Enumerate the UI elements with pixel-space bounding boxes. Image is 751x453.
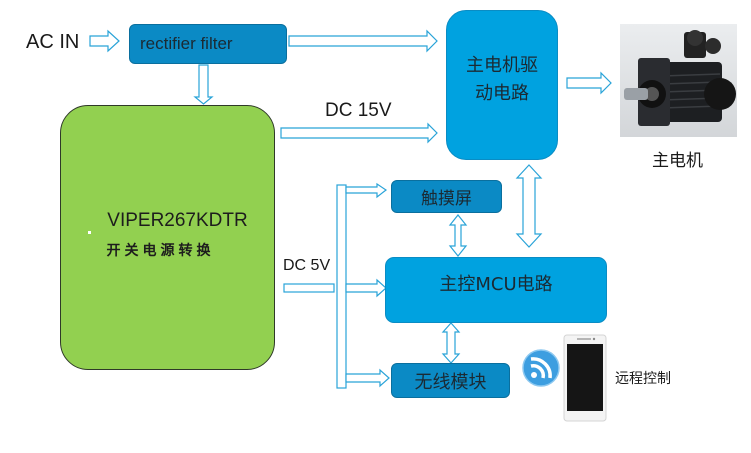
wireless-module-label: 无线模块 — [414, 371, 487, 393]
arrow-touchscreen-mcu-bidirectional — [448, 214, 468, 257]
mcu-block: 主控MCU电路 — [385, 257, 607, 323]
motor-driver-label-line2: 动电路 — [475, 83, 529, 104]
arrow-rectifier-to-power — [193, 64, 214, 105]
arrow-mcu-wireless-bidirectional — [441, 322, 461, 364]
motor-caption: 主电机 — [652, 151, 703, 171]
arrow-rectifier-to-driver — [288, 29, 438, 53]
arrow-bus-to-wireless — [345, 368, 390, 388]
wifi-signal-icon — [522, 349, 560, 387]
dc15v-label: DC 15V — [325, 100, 392, 121]
arrow-dc15-to-driver — [280, 122, 438, 144]
motor-driver-label-line1: 主电机驱 — [466, 55, 538, 76]
arrow-driver-to-motor — [566, 71, 612, 95]
arrow-bus-to-mcu — [345, 278, 387, 298]
smartphone-icon — [563, 334, 607, 422]
motor-icon — [624, 30, 736, 126]
motor-photo — [620, 24, 737, 137]
remote-control-caption: 远程控制 — [615, 371, 671, 387]
mcu-label: 主控MCU电路 — [439, 274, 553, 295]
touchscreen-block: 触摸屏 — [391, 180, 502, 213]
wireless-module-block: 无线模块 — [391, 363, 510, 398]
dc5v-label: DC 5V — [283, 257, 331, 274]
rectifier-filter-label: rectifier filter — [140, 34, 233, 53]
arrow-bus-to-touchscreen — [345, 182, 388, 199]
arrow-driver-mcu-bidirectional — [515, 164, 543, 248]
dc5v-bus — [336, 184, 347, 389]
dc5v-stub — [283, 283, 335, 293]
motor-driver-block: 主电机驱 动电路 — [446, 10, 558, 160]
touchscreen-label: 触摸屏 — [421, 189, 472, 209]
decorative-dot — [88, 231, 91, 234]
ac-in-label: AC IN — [26, 31, 80, 53]
rectifier-filter-block: rectifier filter — [129, 24, 287, 64]
arrow-acin-to-rectifier — [89, 29, 120, 53]
power-chip-description: 开关电源转换 — [106, 242, 215, 259]
switching-power-block: VIPER267KDTR 开关电源转换 — [60, 105, 275, 370]
power-chip-model: VIPER267KDTR — [107, 209, 248, 231]
